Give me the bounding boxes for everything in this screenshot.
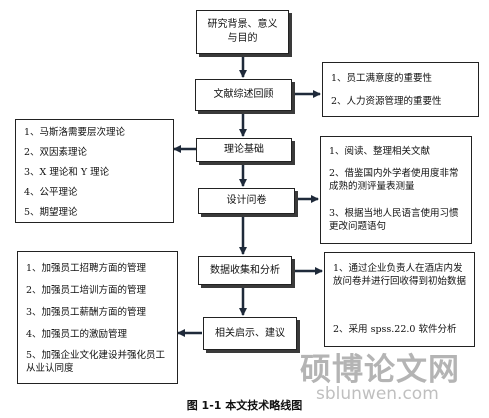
node-literature-review-label: 文献综述回顾 <box>213 89 274 100</box>
analysis-notes-box: 1、通过企业负责人在酒店内发放问卷并进行回收得到初始数据 2、采用 spss.2… <box>324 252 475 347</box>
theory-item: 1、马斯洛需要层次理论 <box>24 127 126 138</box>
figure-caption: 图 1-1 本文技术略线图 <box>186 399 303 412</box>
watermark-url: sblunwen.com <box>316 384 439 404</box>
theory-item: 5、期望理论 <box>24 207 78 218</box>
suggestion-item: 5、加强企业文化建设并强化员工从业认同度 <box>26 350 166 374</box>
node-questionnaire-design-label: 设计问卷 <box>226 195 267 206</box>
suggestion-item: 1、加强员工招聘方面的管理 <box>26 263 147 274</box>
theory-item: 2、双因素理论 <box>24 147 88 158</box>
questionnaire-note: 3、根据当地人民语言使用习惯更改问题语句 <box>329 208 459 232</box>
node-data-analysis-label: 数据收集和分析 <box>210 264 280 276</box>
theory-item: 4、公平理论 <box>24 187 78 198</box>
node-theory-basis-label: 理论基础 <box>224 144 264 155</box>
suggestion-item: 4、加强员工的激励管理 <box>26 329 128 340</box>
node-literature-review: 文献综述回顾 <box>195 79 292 111</box>
suggestion-item: 2、加强员工培训方面的管理 <box>26 285 147 296</box>
questionnaire-note: 2、借鉴国内外学者使用度非常成熟的测评量表测量 <box>329 168 459 192</box>
suggestion-item: 3、加强员工薪酬方面的管理 <box>26 307 147 318</box>
suggestion-list-box: 1、加强员工招聘方面的管理 2、加强员工培训方面的管理 3、加强员工薪酬方面的管… <box>17 251 178 384</box>
review-note: 2、人力资源管理的重要性 <box>331 96 442 107</box>
watermark-cn: 硕博论文网 <box>300 352 460 388</box>
node-theory-basis: 理论基础 <box>196 138 292 162</box>
node-questionnaire-design: 设计问卷 <box>198 188 295 214</box>
node-suggestions-label: 相关启示、建议 <box>215 327 285 339</box>
review-notes-box: 1、员工满意度的重要性 2、人力资源管理的重要性 <box>322 62 479 117</box>
node-research-background-label: 研究背景、意义与目的 <box>207 19 278 44</box>
analysis-note: 1、通过企业负责人在酒店内发放问卷并进行回收得到初始数据 <box>333 263 467 287</box>
node-suggestions: 相关启示、建议 <box>203 317 297 350</box>
analysis-note: 2、采用 spss.22.0 软件分析 <box>333 324 457 335</box>
node-research-background: 研究背景、意义与目的 <box>196 10 289 54</box>
node-data-analysis: 数据收集和分析 <box>198 256 292 285</box>
questionnaire-note: 1、阅读、整理相关文献 <box>329 146 431 157</box>
questionnaire-notes-box: 1、阅读、整理相关文献 2、借鉴国内外学者使用度非常成熟的测评量表测量 3、根据… <box>320 136 472 244</box>
theory-list-box: 1、马斯洛需要层次理论 2、双因素理论 3、X 理论和 Y 理论 4、公平理论 … <box>15 119 174 223</box>
review-note: 1、员工满意度的重要性 <box>331 73 433 84</box>
theory-item: 3、X 理论和 Y 理论 <box>24 167 110 178</box>
